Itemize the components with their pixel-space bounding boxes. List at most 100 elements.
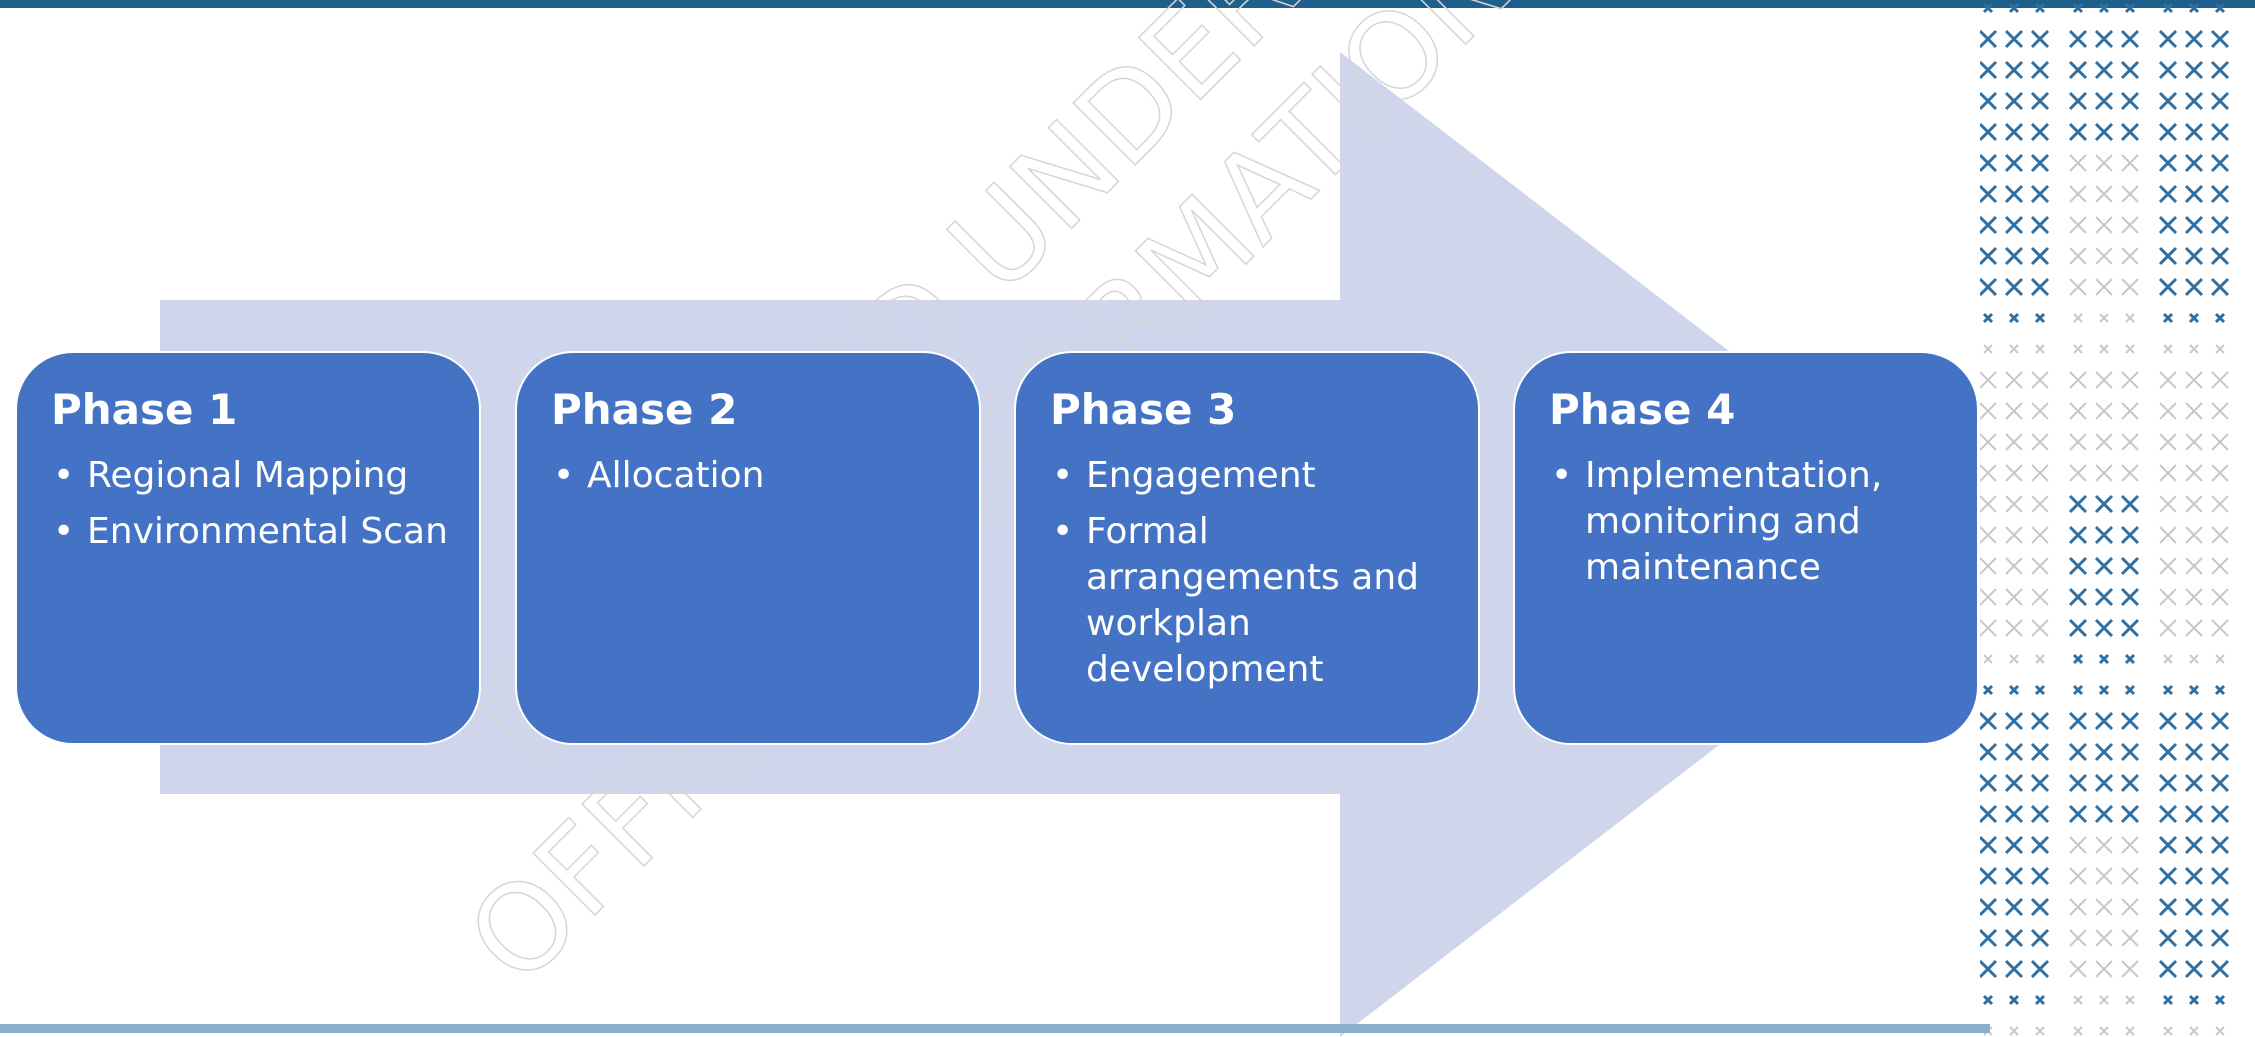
pattern-x-mark bbox=[2030, 153, 2050, 173]
pattern-x-mark bbox=[2005, 433, 2023, 451]
pattern-x-mark bbox=[1980, 433, 1997, 451]
pattern-x-mark bbox=[2159, 371, 2177, 389]
pattern-x-mark bbox=[2031, 526, 2049, 544]
pattern-x-mark bbox=[2211, 433, 2229, 451]
phase-4-list: •Implementation, monitoring and maintena… bbox=[1549, 453, 1947, 591]
pattern-x-mark bbox=[2030, 60, 2050, 80]
pattern-x-mark bbox=[2210, 122, 2230, 142]
pattern-x-mark bbox=[1980, 277, 1998, 297]
pattern-x-mark bbox=[2185, 619, 2203, 637]
pattern-x-mark bbox=[2214, 2, 2226, 14]
pattern-x-mark bbox=[2159, 433, 2177, 451]
pattern-x-mark bbox=[2069, 464, 2087, 482]
pattern-x-mark bbox=[2030, 29, 2050, 49]
pattern-x-mark bbox=[2162, 2, 2174, 14]
phase-2-item-text: Allocation bbox=[587, 455, 765, 497]
pattern-x-mark bbox=[2095, 371, 2113, 389]
pattern-x-mark bbox=[2211, 557, 2229, 575]
pattern-x-mark bbox=[2068, 804, 2088, 824]
pattern-x-mark bbox=[2158, 246, 2178, 266]
pattern-x-mark bbox=[2004, 215, 2024, 235]
pattern-x-mark bbox=[1980, 619, 1997, 637]
pattern-x-mark bbox=[2035, 1026, 2045, 1036]
pattern-x-mark bbox=[2068, 587, 2088, 607]
pattern-x-mark bbox=[2095, 185, 2113, 203]
pattern-x-mark bbox=[2211, 588, 2229, 606]
pattern-x-mark bbox=[2068, 525, 2088, 545]
pattern-x-mark bbox=[2099, 1026, 2109, 1036]
pattern-x-mark bbox=[2008, 684, 2020, 696]
pattern-x-mark bbox=[2188, 312, 2200, 324]
pattern-x-mark bbox=[2158, 928, 2178, 948]
pattern-x-mark bbox=[2188, 994, 2200, 1006]
pattern-x-mark bbox=[2185, 588, 2203, 606]
pattern-x-mark bbox=[1980, 557, 1997, 575]
phase-1-list: •Regional Mapping •Environmental Scan bbox=[51, 453, 449, 555]
pattern-x-mark bbox=[2162, 312, 2174, 324]
phase-1-item-text: Environmental Scan bbox=[87, 511, 448, 553]
phase-3-title: Phase 3 bbox=[1050, 385, 1237, 434]
pattern-x-mark bbox=[2035, 654, 2045, 664]
pattern-x-mark bbox=[2031, 433, 2049, 451]
pattern-x-mark bbox=[1982, 2, 1994, 14]
pattern-x-mark bbox=[2069, 867, 2087, 885]
phase-3-item-text: Engagement bbox=[1086, 455, 1316, 497]
pattern-x-mark bbox=[2210, 897, 2230, 917]
pattern-x-mark bbox=[2214, 684, 2226, 696]
pattern-x-mark bbox=[2158, 122, 2178, 142]
pattern-x-mark bbox=[1980, 153, 1998, 173]
pattern-x-mark bbox=[1980, 184, 1998, 204]
pattern-x-mark bbox=[2121, 960, 2139, 978]
pattern-x-mark bbox=[2185, 433, 2203, 451]
pattern-x-mark bbox=[2068, 711, 2088, 731]
pattern-x-mark bbox=[2004, 122, 2024, 142]
pattern-x-mark bbox=[2210, 959, 2230, 979]
pattern-x-mark bbox=[2188, 684, 2200, 696]
pattern-x-mark bbox=[2004, 60, 2024, 80]
pattern-x-mark bbox=[2030, 928, 2050, 948]
phase-3-item: •Engagement bbox=[1050, 453, 1448, 499]
pattern-x-mark bbox=[2185, 557, 2203, 575]
pattern-x-mark bbox=[1980, 773, 1998, 793]
pattern-x-mark bbox=[2004, 153, 2024, 173]
phase-3-item-text: Formal arrangements and workplan develop… bbox=[1086, 511, 1419, 691]
pattern-x-mark bbox=[2004, 897, 2024, 917]
pattern-x-mark bbox=[2211, 464, 2229, 482]
pattern-x-mark bbox=[2184, 742, 2204, 762]
pattern-x-mark bbox=[2005, 526, 2023, 544]
pattern-x-mark bbox=[2121, 867, 2139, 885]
pattern-x-mark bbox=[2215, 1026, 2225, 1036]
pattern-x-mark bbox=[2184, 122, 2204, 142]
pattern-x-mark bbox=[2184, 928, 2204, 948]
pattern-x-mark bbox=[2004, 277, 2024, 297]
pattern-x-mark bbox=[2210, 215, 2230, 235]
pattern-x-mark bbox=[1980, 246, 1998, 266]
pattern-x-mark bbox=[2210, 928, 2230, 948]
pattern-x-mark bbox=[2121, 898, 2139, 916]
pattern-x-mark bbox=[2158, 215, 2178, 235]
pattern-x-mark bbox=[2184, 959, 2204, 979]
pattern-x-mark bbox=[2158, 29, 2178, 49]
pattern-x-mark bbox=[2095, 929, 2113, 947]
pattern-x-mark bbox=[2158, 153, 2178, 173]
pattern-x-mark bbox=[2068, 494, 2088, 514]
pattern-x-mark bbox=[2099, 995, 2109, 1005]
pattern-x-mark bbox=[2099, 313, 2109, 323]
pattern-x-mark bbox=[2189, 654, 2199, 664]
pattern-x-mark bbox=[2004, 804, 2024, 824]
bottom-accent-bar bbox=[0, 1024, 1990, 1033]
pattern-x-mark bbox=[2034, 312, 2046, 324]
pattern-x-mark bbox=[2094, 29, 2114, 49]
pattern-x-mark bbox=[2158, 866, 2178, 886]
pattern-x-mark bbox=[2095, 402, 2113, 420]
pattern-x-mark bbox=[2031, 402, 2049, 420]
pattern-x-mark bbox=[2162, 684, 2174, 696]
pattern-x-mark bbox=[2120, 122, 2140, 142]
pattern-x-mark bbox=[2095, 898, 2113, 916]
pattern-x-mark bbox=[2094, 804, 2114, 824]
pattern-x-mark bbox=[2120, 804, 2140, 824]
pattern-x-mark bbox=[2184, 246, 2204, 266]
pattern-x-mark bbox=[2185, 526, 2203, 544]
pattern-x-mark bbox=[2073, 313, 2083, 323]
pattern-x-mark bbox=[2068, 122, 2088, 142]
